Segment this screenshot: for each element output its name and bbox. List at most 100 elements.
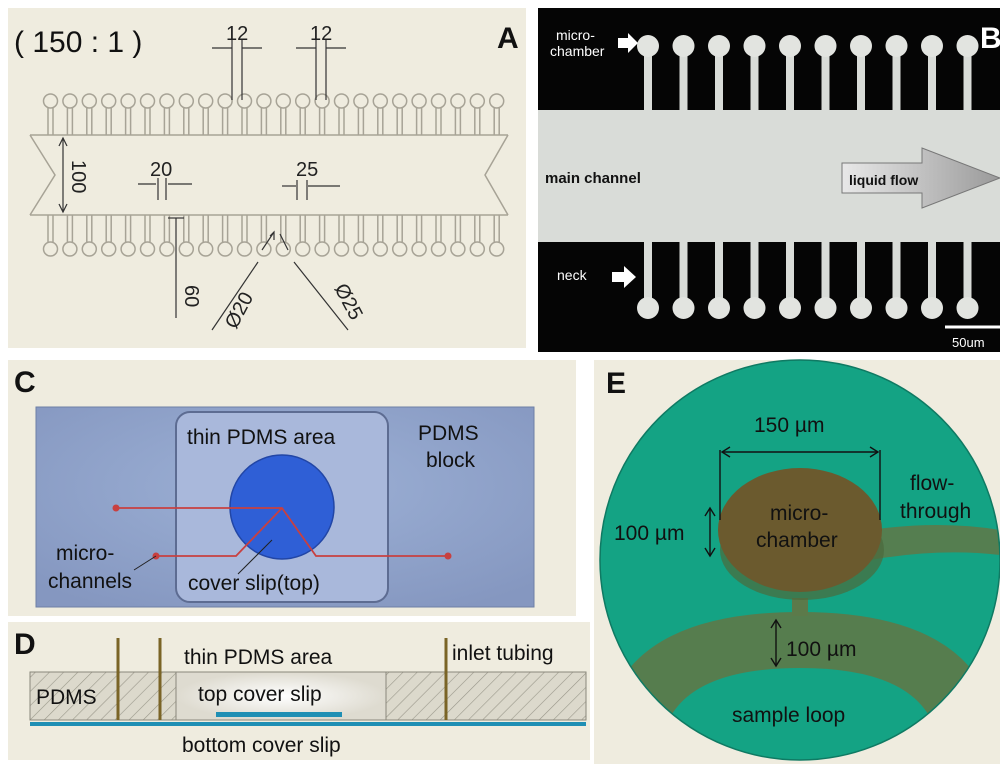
comb-chamber [314, 241, 330, 257]
thin-pdms-cavity [175, 671, 387, 721]
comb-chamber [488, 241, 505, 257]
chamber-top [885, 35, 908, 57]
comb-chamber [42, 93, 59, 109]
comb-chamber [236, 241, 253, 257]
dim-100 [58, 136, 68, 214]
chamber-bottom [956, 297, 979, 319]
comb-chamber [411, 93, 427, 109]
thin-pdms-label: thin PDMS area [187, 426, 336, 449]
chamber-top [921, 35, 943, 57]
flow-through-channel [870, 525, 1000, 560]
comb-neck [318, 108, 326, 135]
chamber-neck-top [715, 52, 723, 112]
microchannels-leader [133, 555, 157, 571]
comb-neck [144, 215, 151, 242]
pdms-block-label-2: block [426, 449, 476, 472]
comb-chamber [62, 241, 78, 257]
top-chamber-row [42, 93, 505, 135]
chamber-bottom [637, 297, 659, 319]
cover-slip-label: cover slip(top) [188, 572, 320, 595]
comb-chamber [411, 241, 427, 257]
comb-neck [396, 215, 403, 242]
chamber-neck-bottom [857, 240, 865, 302]
top-cover-slip-label: top cover slip [198, 683, 322, 706]
chamber-neck-top [679, 52, 688, 112]
comb-chamber [62, 93, 78, 109]
comb-neck [396, 108, 403, 135]
top-cover-slip [216, 712, 342, 717]
channel-network [600, 468, 1000, 760]
panel-b-letter: B [980, 22, 1000, 55]
microchamber-label-1: micro- [556, 27, 595, 43]
panel-c: C thin PDMS area PDMS block micro- chann… [8, 360, 576, 616]
comb-neck [415, 215, 423, 242]
comb-chamber [275, 93, 292, 109]
chamber-top [956, 35, 979, 57]
comb-neck [124, 108, 132, 135]
dim-100-label: 100 [67, 160, 89, 193]
outer-disc-rim [599, 359, 1000, 761]
diameter-leaders [211, 230, 349, 331]
chamber-neck-bottom [750, 240, 759, 302]
comb-neck [202, 215, 209, 242]
thin-pdms-area-label: thin PDMS area [184, 646, 333, 669]
chamber-neck-bottom [679, 240, 688, 302]
chamber-bottom [779, 297, 801, 319]
comb-chamber [256, 241, 272, 257]
comb-neck [357, 108, 365, 135]
dim-12-right-label: 12 [310, 23, 332, 45]
comb-neck [415, 108, 423, 135]
chamber-bottom [743, 297, 766, 319]
comb-neck [124, 215, 132, 242]
comb-chamber [294, 241, 311, 257]
comb-neck [474, 108, 481, 135]
dim-20-label: 20 [150, 159, 172, 181]
cover-slip-top [229, 454, 335, 560]
liquid-flow-arrow [841, 147, 1000, 209]
panel-a: ( 150 : 1 ) A 12 12 [8, 8, 526, 348]
comb-chamber [159, 241, 175, 257]
chamber-neck [792, 598, 808, 616]
comb-neck [435, 215, 442, 242]
comb-neck [299, 215, 306, 242]
chamber-neck-top [750, 52, 759, 112]
scale-bar-label: 50um [952, 335, 985, 350]
panel-a-letter: A [497, 22, 519, 55]
comb-neck [357, 215, 365, 242]
bottom-cover-slip [30, 722, 586, 726]
comb-neck [221, 215, 229, 242]
comb-neck [241, 108, 248, 135]
comb-neck [202, 108, 209, 135]
panel-c-letter: C [14, 366, 36, 399]
comb-chamber [236, 93, 253, 109]
comb-chamber [100, 241, 117, 257]
chamber-bottom [885, 297, 908, 319]
main-channel-outline [29, 134, 509, 216]
comb-neck [377, 108, 384, 135]
comb-chamber [333, 93, 350, 109]
chamber-bottom [672, 297, 695, 319]
comb-neck [493, 215, 500, 242]
microchamber-label-2: chamber [756, 529, 838, 552]
chamber-top [814, 35, 837, 57]
bottom-chamber-row [42, 215, 505, 257]
comb-chamber [275, 241, 292, 257]
neck-label: neck [557, 267, 588, 283]
chamber-bottom [850, 297, 872, 319]
microchamber-arrow [618, 33, 638, 53]
comb-chamber [353, 93, 369, 109]
sample-loop [600, 612, 1000, 760]
comb-chamber [139, 93, 156, 109]
comb-neck [241, 215, 248, 242]
comb-chamber [197, 93, 214, 109]
chamber-neck-bottom [963, 240, 972, 302]
comb-chamber [42, 241, 59, 257]
chamber-bottom [921, 297, 943, 319]
comb-chamber [372, 241, 389, 257]
dim-20 [138, 178, 192, 200]
comb-chamber [353, 241, 369, 257]
comb-neck [47, 108, 54, 135]
dim-25 [282, 180, 340, 200]
microchannels-label-2: channels [48, 570, 132, 593]
microscope-chambers [637, 35, 979, 319]
